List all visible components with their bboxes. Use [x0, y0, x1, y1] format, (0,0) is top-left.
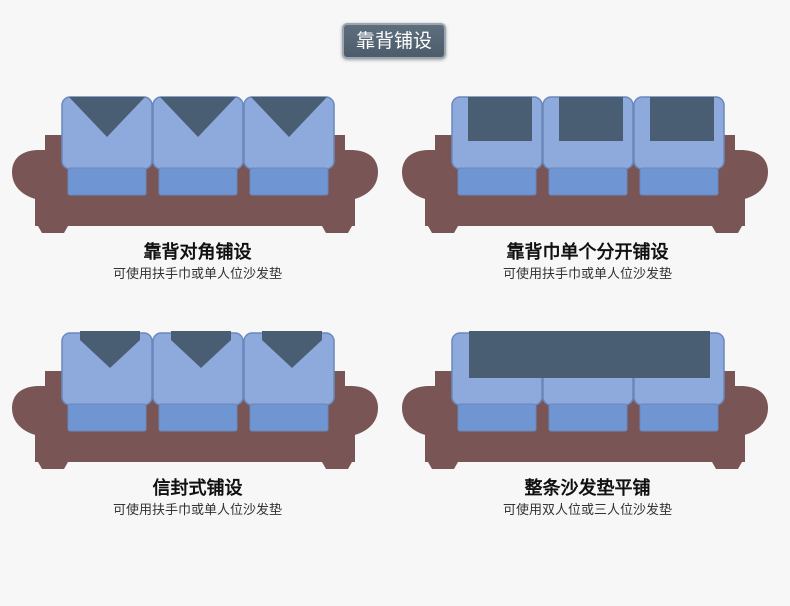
seat-cushion: [249, 403, 329, 432]
seat-cushion: [639, 167, 719, 196]
backrest-cover-envelope: [80, 331, 140, 368]
seat-cushion: [249, 167, 329, 196]
layout-subtitle: 可使用扶手巾或单人位沙发垫: [112, 503, 282, 518]
layout-title: 靠背对角铺设: [143, 242, 252, 263]
sofa-base: [425, 192, 745, 226]
seat-cushion: [67, 403, 147, 432]
seat-cushion: [67, 167, 147, 196]
sofa-left-arm: [402, 150, 460, 200]
sofa-leg-right: [712, 226, 742, 233]
layout-title: 靠背巾单个分开铺设: [506, 242, 669, 263]
sofa-base: [425, 428, 745, 462]
sofa-leg-right: [322, 462, 352, 469]
sofa-leg-left: [428, 226, 458, 233]
layout-subtitle: 可使用扶手巾或单人位沙发垫: [112, 267, 282, 282]
backrest-cover-square: [650, 97, 714, 141]
seat-cushion: [457, 167, 537, 196]
backrest-cover-envelope: [171, 331, 231, 368]
seat-cushion: [548, 403, 628, 432]
layout-subtitle: 可使用双人位或三人位沙发垫: [502, 503, 672, 518]
backrest-cover-triangle: [251, 97, 327, 137]
full-sofa-cover: [469, 331, 710, 378]
sofa-base: [35, 192, 355, 226]
sofa-leg-left: [428, 462, 458, 469]
layout-title: 整条沙发垫平铺: [524, 478, 651, 499]
sofa-diagram-envelope: [12, 331, 378, 469]
sofa-diagram-diagonal: [12, 96, 378, 233]
layout-panel-full: 整条沙发垫平铺 可使用双人位或三人位沙发垫: [390, 316, 785, 606]
seat-cushion: [158, 167, 238, 196]
layout-panel-envelope: 信封式铺设 可使用扶手巾或单人位沙发垫: [0, 316, 395, 606]
layout-panel-diagonal: 靠背对角铺设 可使用扶手巾或单人位沙发垫: [0, 80, 395, 370]
layout-title: 信封式铺设: [152, 478, 243, 499]
sofa-left-arm: [12, 386, 70, 436]
sofa-left-arm: [402, 386, 460, 436]
backrest-cover-envelope: [262, 331, 322, 368]
sofa-left-arm: [12, 150, 70, 200]
seat-cushion: [548, 167, 628, 196]
layout-panel-square: 靠背巾单个分开铺设 可使用扶手巾或单人位沙发垫: [390, 80, 785, 370]
backrest-cover-triangle: [69, 97, 145, 137]
backrest-cover-square: [559, 97, 623, 141]
seat-cushion: [457, 403, 537, 432]
seat-cushion: [158, 403, 238, 432]
sofa-leg-right: [322, 226, 352, 233]
header-title-badge: 靠背铺设: [342, 23, 446, 59]
sofa-base: [35, 428, 355, 462]
backrest-cover-square: [468, 97, 532, 141]
sofa-leg-left: [38, 462, 68, 469]
seat-cushion: [639, 403, 719, 432]
sofa-diagram-full: [402, 331, 768, 469]
sofa-leg-right: [712, 462, 742, 469]
sofa-diagram-square: [402, 96, 768, 233]
backrest-cover-triangle: [160, 97, 236, 137]
layout-subtitle: 可使用扶手巾或单人位沙发垫: [502, 267, 672, 282]
sofa-leg-left: [38, 226, 68, 233]
